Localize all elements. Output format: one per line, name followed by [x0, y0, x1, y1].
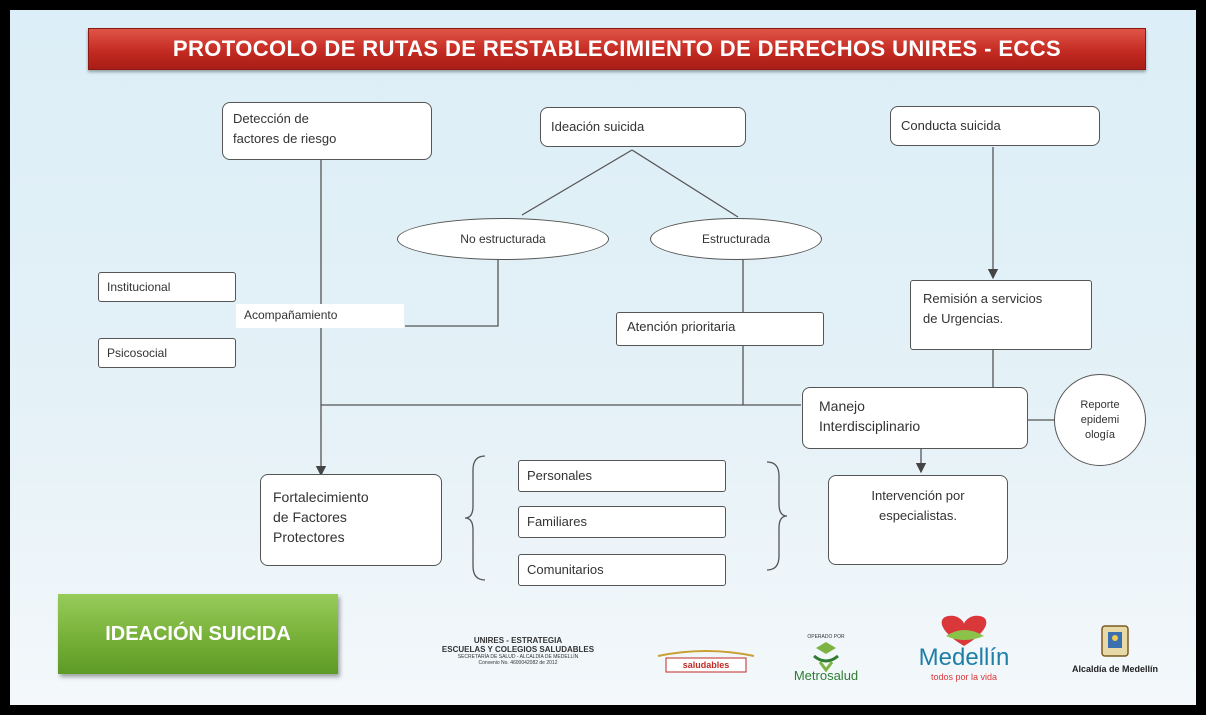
alcaldia-logo: Alcaldía de Medellín [1040, 624, 1190, 684]
braces [464, 455, 788, 581]
medellin-logo: Medellín todos por la vida [894, 614, 1034, 684]
title-banner: PROTOCOLO DE RUTAS DE RESTABLECIMIENTO D… [88, 28, 1146, 70]
manejo-box: Manejo Interdisciplinario [802, 387, 1028, 449]
connector-lines [315, 147, 1054, 581]
personales-box: Personales [518, 460, 726, 492]
acompanamiento-label: Acompañamiento [236, 304, 404, 328]
psicosocial-box: Psicosocial [98, 338, 236, 368]
ideacion-suicida-button[interactable]: IDEACIÓN SUICIDA [58, 594, 338, 674]
shield-icon [1101, 625, 1129, 657]
slide: PROTOCOLO DE RUTAS DE RESTABLECIMIENTO D… [10, 10, 1196, 705]
no-estructurada-oval: No estructurada [397, 218, 609, 260]
intervencion-box: Intervención por especialistas. [828, 475, 1008, 565]
estructurada-oval: Estructurada [650, 218, 822, 260]
remision-box: Remisión a servicios de Urgencias. [910, 280, 1092, 350]
fortalecimiento-box: Fortalecimiento de Factores Protectores [260, 474, 442, 566]
unires-logo: UNIRES - ESTRATEGIA ESCUELAS Y COLEGIOS … [441, 636, 595, 666]
institucional-box: Institucional [98, 272, 236, 302]
deteccion-box: Detección de factores de riesgo [222, 102, 432, 160]
familiares-box: Familiares [518, 506, 726, 538]
metrosalud-logo: OPERADO POR Metrosalud [793, 634, 859, 683]
conducta-box: Conducta suicida [890, 106, 1100, 146]
atencion-box: Atención prioritaria [616, 312, 824, 346]
saludables-logo: saludables [652, 644, 760, 678]
ideacion-box: Ideación suicida [540, 107, 746, 147]
reporte-circle: Reporte epidemi ología [1054, 374, 1146, 466]
comunitarios-box: Comunitarios [518, 554, 726, 586]
